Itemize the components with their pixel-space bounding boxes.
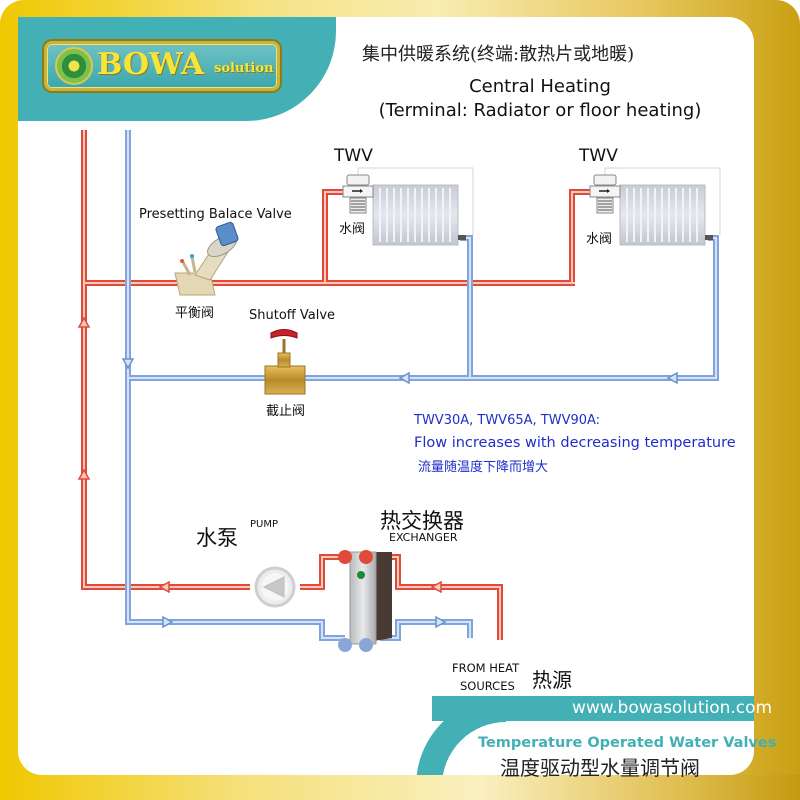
logo-main-text: BOWA xyxy=(97,47,205,82)
shutoff-valve xyxy=(264,329,306,395)
heat-source-cn-label: 热源 xyxy=(532,668,572,692)
flow-arrows xyxy=(77,316,678,629)
gold-frame-bottom-edge xyxy=(0,775,800,800)
logo-emblem-icon xyxy=(55,47,93,85)
pump-cn-label: 水泵 xyxy=(196,526,238,550)
twv-label-1: TWV xyxy=(334,146,373,166)
footer-title-cn: 温度驱动型水量调节阀 xyxy=(500,756,700,780)
title-english-line1: Central Heating xyxy=(469,76,611,97)
shutoff-valve-label: Shutoff Valve xyxy=(249,308,336,323)
exchanger-en-label: EXCHANGER xyxy=(389,531,458,544)
website-url[interactable]: www.bowasolution.com xyxy=(572,698,773,718)
model-list-note: TWV30A, TWV65A, TWV90A: xyxy=(414,413,601,428)
twv-cn-label-2: 水阀 xyxy=(586,232,613,247)
twv-cn-label-1: 水阀 xyxy=(339,222,366,237)
pump-icon xyxy=(254,566,296,608)
title-english-line2: (Terminal: Radiator or floor heating) xyxy=(378,100,702,121)
bowa-logo: BOWA solution xyxy=(44,41,280,91)
flow-description-cn: 流量随温度下降而增大 xyxy=(418,460,549,475)
twv-valve-1 xyxy=(342,174,374,214)
flow-description-en: Flow increases with decreasing temperatu… xyxy=(414,435,736,451)
title-chinese: 集中供暖系统(终端:散热片或地暖) xyxy=(362,44,635,65)
logo-sub-text: solution xyxy=(214,61,274,76)
footer-title-en: Temperature Operated Water Valves xyxy=(478,735,777,751)
exchanger-cn-label: 热交换器 xyxy=(380,509,464,533)
balance-valve-label: Presetting Balace Valve xyxy=(139,207,292,222)
content-panel xyxy=(18,17,754,775)
balance-valve-cn-label: 平衡阀 xyxy=(175,306,215,321)
heat-exchanger xyxy=(338,550,392,652)
balance-valve xyxy=(174,221,239,296)
radiator-1 xyxy=(357,167,474,246)
twv-label-2: TWV xyxy=(579,146,618,166)
shutoff-valve-cn-label: 截止阀 xyxy=(266,404,306,419)
heat-source-label-line1: FROM HEAT xyxy=(452,661,520,675)
radiator-2 xyxy=(604,167,721,246)
twv-valve-2 xyxy=(589,174,621,214)
pump-en-label: PUMP xyxy=(250,519,279,530)
heat-source-label-line2: SOURCES xyxy=(460,679,515,693)
